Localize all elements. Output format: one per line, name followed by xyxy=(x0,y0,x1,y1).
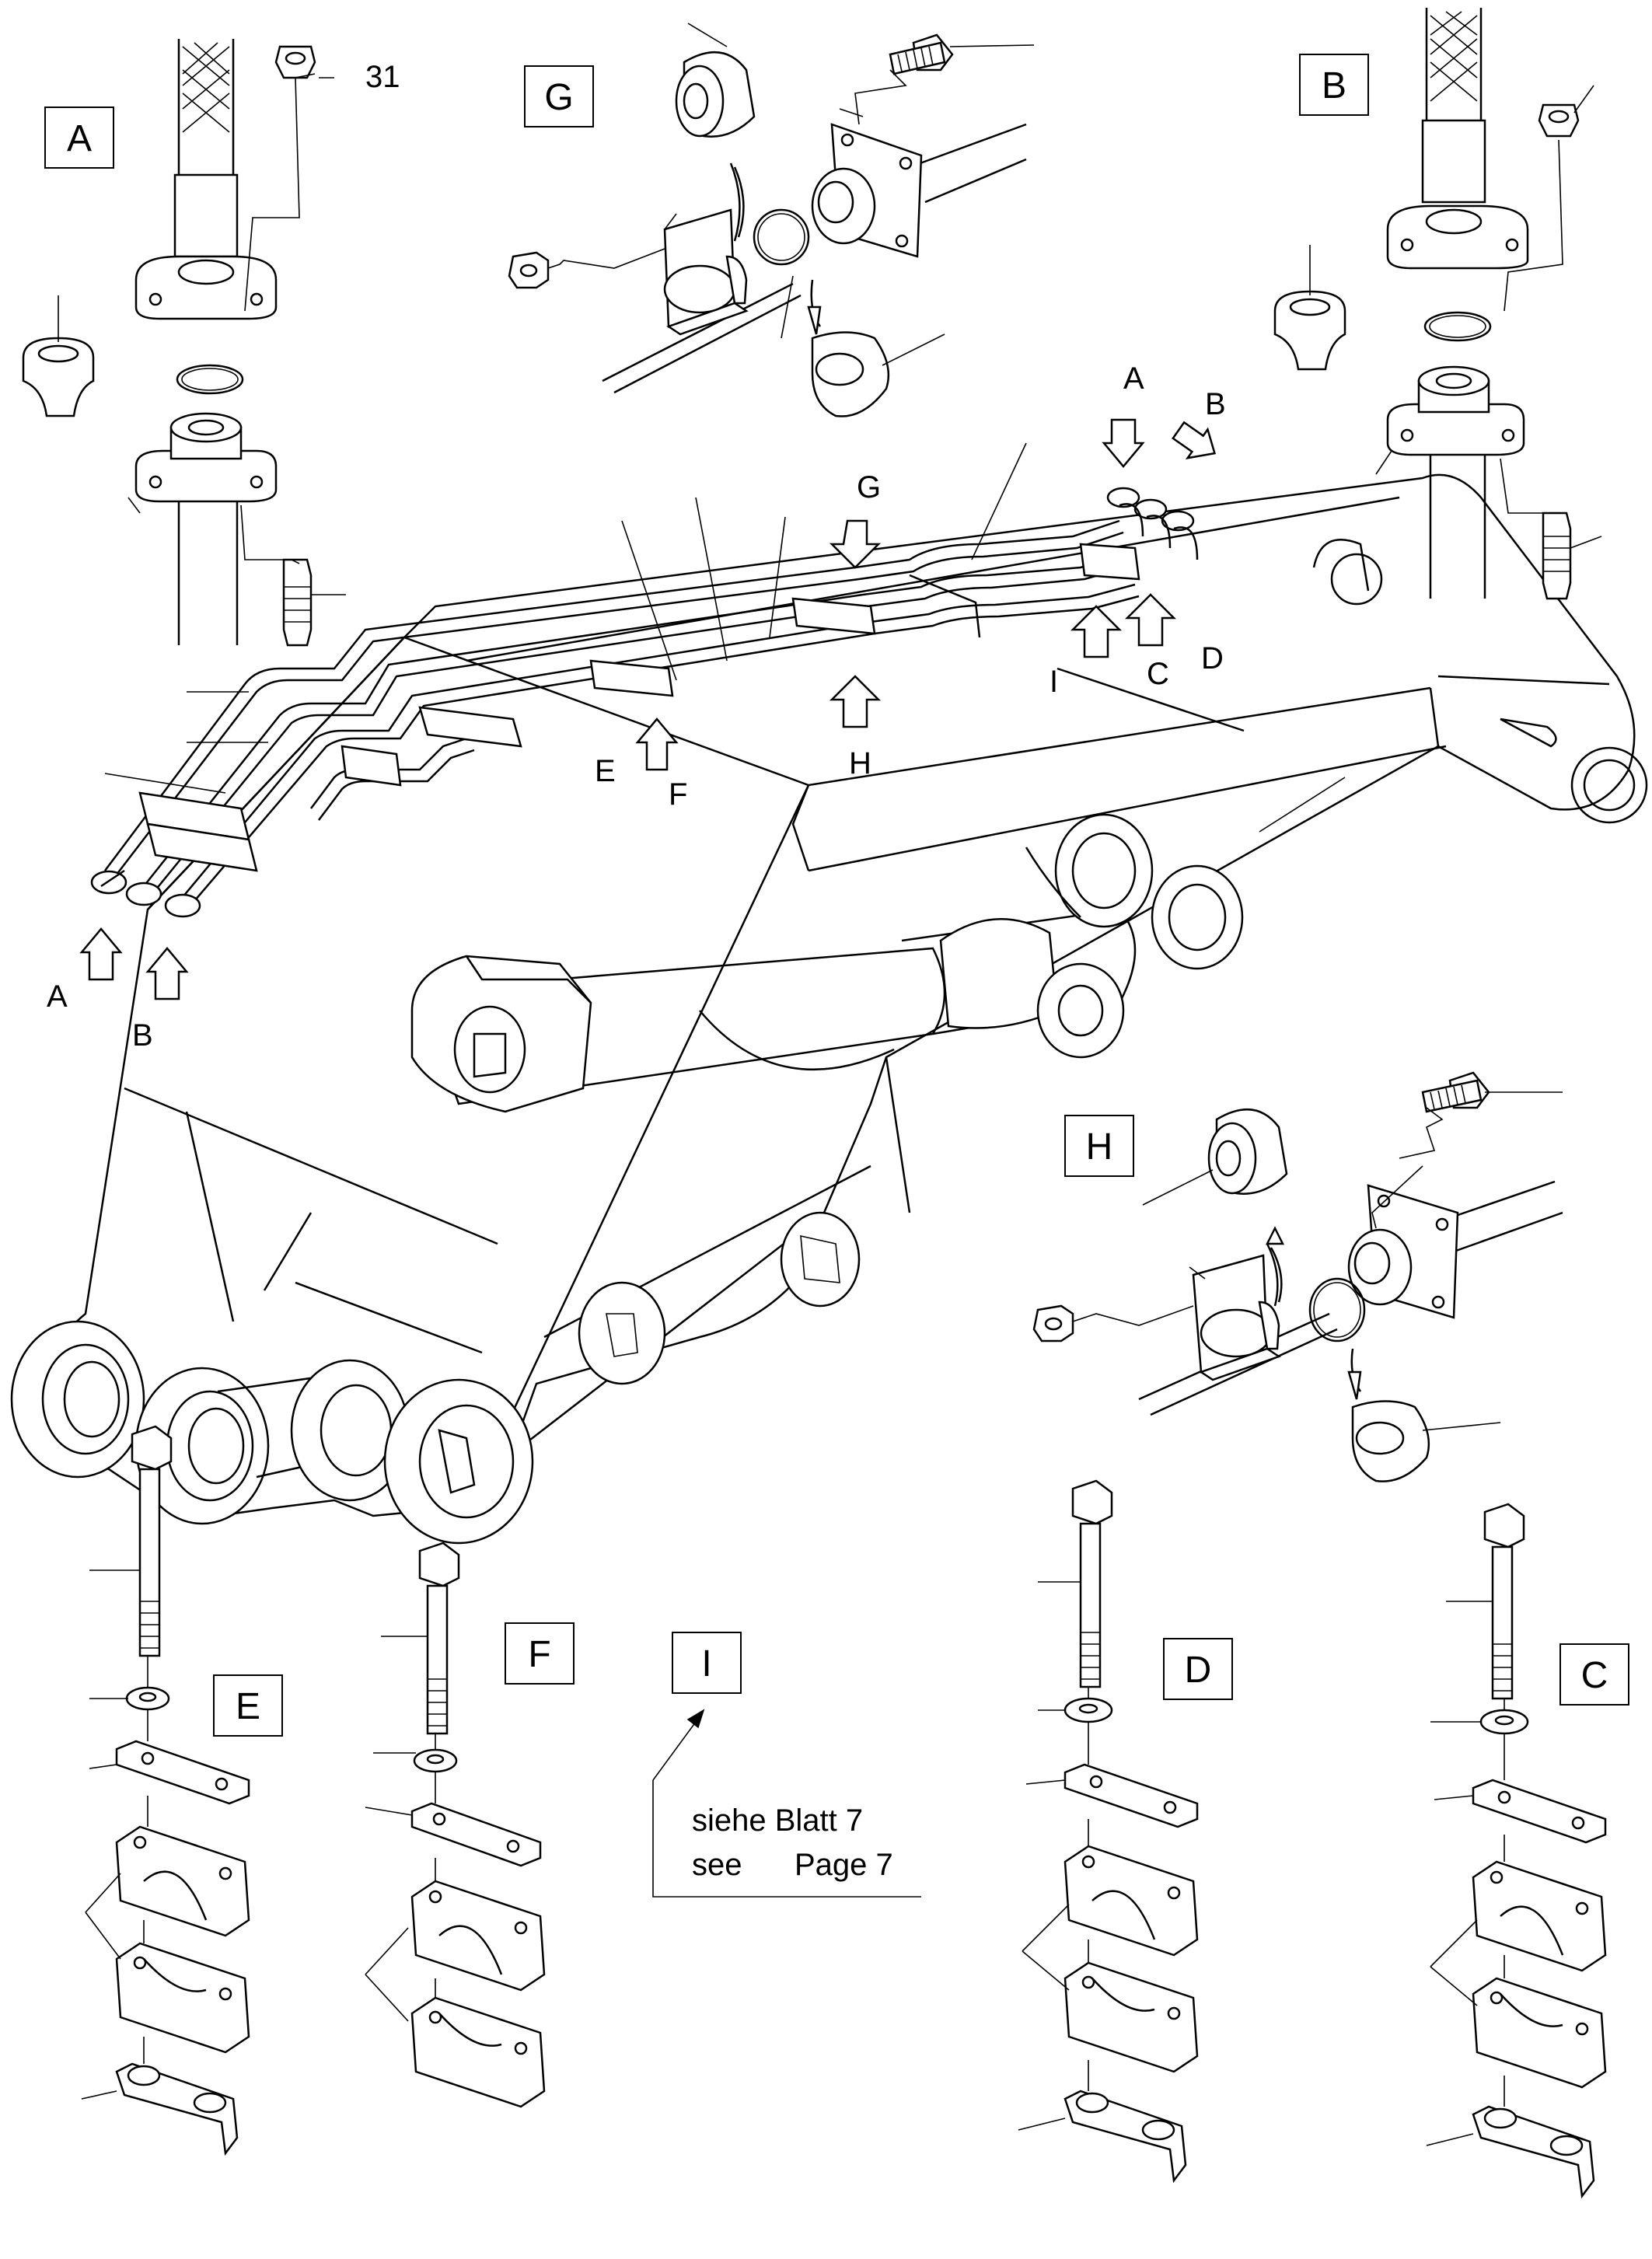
boom-cylinder xyxy=(410,813,1244,1113)
detail-h xyxy=(1032,1071,1563,1482)
label-f: F xyxy=(669,777,687,812)
svg-text:B: B xyxy=(1322,65,1346,106)
svg-text:D: D xyxy=(1185,1650,1212,1691)
reference-note-line1: siehe Blatt 7 xyxy=(692,1803,863,1838)
svg-text:G: G xyxy=(544,77,573,118)
detail-box-a: A xyxy=(44,106,114,169)
svg-text:C: C xyxy=(1581,1655,1608,1696)
detail-e-stack xyxy=(81,1425,250,2156)
detail-box-e: E xyxy=(213,1674,283,1737)
arrow-b-left xyxy=(145,947,189,1000)
label-e: E xyxy=(595,754,616,788)
detail-box-d: D xyxy=(1163,1638,1233,1700)
boom-body xyxy=(52,473,1648,1517)
svg-text:I: I xyxy=(701,1643,711,1685)
label-i: I xyxy=(1050,665,1058,699)
detail-box-b: B xyxy=(1299,54,1369,116)
arrow-a-left xyxy=(79,927,123,981)
leader-lines xyxy=(104,442,1346,833)
arrow-i xyxy=(1070,605,1123,658)
hydraulic-pipes xyxy=(90,487,1199,918)
arrow-a-right xyxy=(1102,418,1145,468)
arrow-ef xyxy=(635,718,679,771)
arrow-c xyxy=(1124,593,1177,647)
pin-bosses xyxy=(10,1211,861,1545)
reference-note: siehe Blatt 7 see Page 7 xyxy=(692,1803,893,1882)
detail-box-i: I xyxy=(672,1632,742,1694)
reference-note-line2-right: Page 7 xyxy=(795,1848,893,1882)
detail-b xyxy=(1273,8,1602,600)
label-b-right: B xyxy=(1205,387,1226,421)
detail-c-stack xyxy=(1426,1503,1607,2199)
svg-text:E: E xyxy=(236,1686,260,1727)
label-h: H xyxy=(849,746,871,780)
reference-note-line2-left: see xyxy=(692,1848,742,1882)
detail-box-c: C xyxy=(1559,1643,1629,1706)
label-c: C xyxy=(1147,657,1169,691)
arrow-b-right xyxy=(1172,421,1217,460)
svg-text:F: F xyxy=(528,1634,550,1675)
detail-box-h: H xyxy=(1064,1115,1134,1177)
label-d: D xyxy=(1201,641,1224,676)
detail-f-stack xyxy=(365,1541,546,2108)
label-g: G xyxy=(857,470,881,505)
svg-text:A: A xyxy=(67,118,92,159)
label-a-right: A xyxy=(1123,361,1144,396)
detail-g xyxy=(508,23,1035,417)
callout-31: 31 xyxy=(365,60,400,94)
svg-text:H: H xyxy=(1086,1126,1113,1168)
arrow-h xyxy=(829,675,882,728)
detail-box-g: G xyxy=(524,65,594,127)
arrow-g xyxy=(829,519,882,569)
detail-box-f: F xyxy=(505,1622,575,1685)
detail-a xyxy=(22,39,346,647)
view-arrows xyxy=(79,418,1245,1000)
label-b-left: B xyxy=(132,1018,153,1053)
reference-i-leader xyxy=(652,1709,921,1898)
detail-d-stack xyxy=(1018,1479,1199,2184)
label-a-left: A xyxy=(47,979,68,1014)
